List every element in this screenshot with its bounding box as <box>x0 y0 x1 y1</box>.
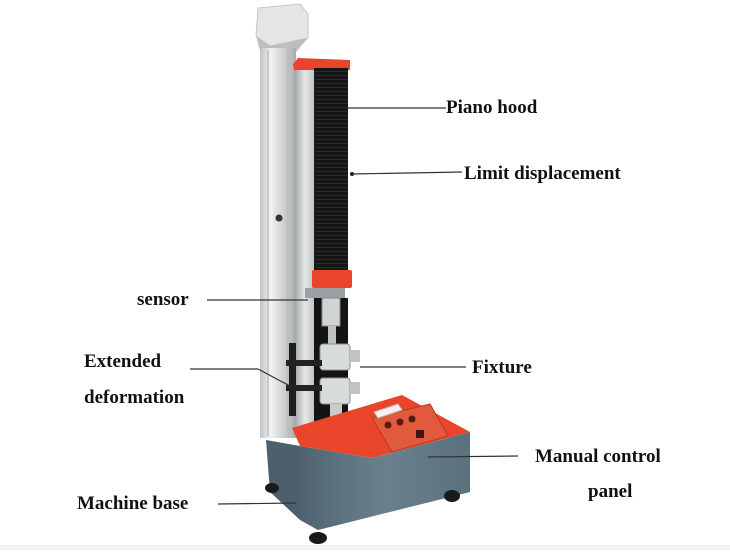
label-manual-control-line1: Manual control <box>535 446 661 467</box>
machine-base-graphic <box>265 432 470 544</box>
label-extended-line1: Extended <box>84 351 162 372</box>
limit-marker-dot <box>350 172 354 176</box>
label-piano-hood: Piano hood <box>446 97 538 118</box>
leader-lines <box>190 107 519 505</box>
label-fixture: Fixture <box>472 357 532 378</box>
extensometer <box>286 343 322 416</box>
bottom-strip <box>0 545 730 550</box>
label-sensor: sensor <box>137 289 189 310</box>
label-extended-line2: deformation <box>84 387 185 408</box>
crosshead <box>312 270 352 288</box>
label-manual-control-line2: panel <box>588 481 633 502</box>
sensor-assembly <box>305 288 345 344</box>
label-limit-displacement: Limit displacement <box>464 163 621 184</box>
control-panel-graphic <box>371 403 449 453</box>
label-machine-base: Machine base <box>77 493 189 514</box>
